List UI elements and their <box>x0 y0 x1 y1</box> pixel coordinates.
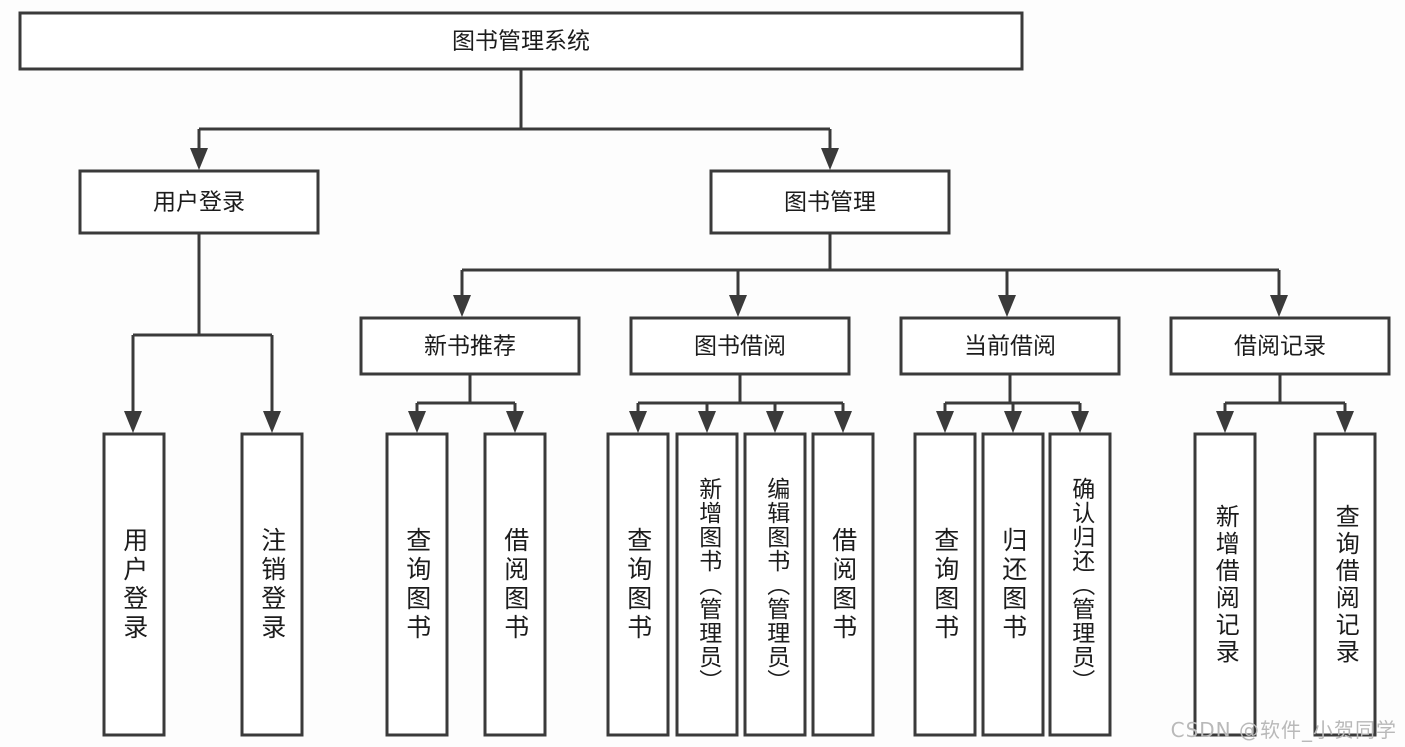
book-manage-arrow-icon-3 <box>1270 295 1288 317</box>
borrow-record-arrow-icon-0 <box>1216 411 1234 433</box>
leaf-cur-query-group[interactable] <box>913 432 977 737</box>
leaf-borrow-lend-group[interactable] <box>811 432 875 737</box>
leaf-borrow-query-group[interactable] <box>606 432 670 737</box>
node-root-label: 图书管理系统 <box>452 29 590 55</box>
book-borrow-arrow-icon-1 <box>698 411 716 433</box>
leaf-borrow-edit-group[interactable] <box>743 432 807 737</box>
book-borrow-arrow-icon-2 <box>766 411 784 433</box>
leaf-user-logout-group[interactable] <box>240 432 304 737</box>
node-new-book-group[interactable]: 新书推荐 <box>359 316 581 376</box>
leaf-rec-add-rect[interactable] <box>1193 432 1257 737</box>
node-new-book-rect[interactable] <box>359 316 581 376</box>
current-borrow-arrow-icon-1 <box>1004 411 1022 433</box>
leaf-cur-confirm-rect[interactable] <box>1048 432 1112 737</box>
user-login-arrow-icon-0 <box>124 411 142 433</box>
book-manage-arrow-icon-1 <box>729 295 747 317</box>
node-book-borrow-rect[interactable] <box>629 316 851 376</box>
leaf-rec-add-group[interactable] <box>1193 432 1257 737</box>
leaf-borrow-edit-rect[interactable] <box>743 432 807 737</box>
node-root-group[interactable]: 图书管理系统 <box>18 11 1024 71</box>
node-user-login-rect[interactable] <box>78 169 320 235</box>
leaf-user-login-group[interactable] <box>102 432 166 737</box>
node-book-manage-group[interactable]: 图书管理 <box>709 169 951 235</box>
leaf-cur-return-rect[interactable] <box>981 432 1045 737</box>
leaf-cur-confirm-group[interactable] <box>1048 432 1112 737</box>
leaf-user-logout-rect[interactable] <box>240 432 304 737</box>
new-book-arrow-icon-1 <box>506 411 524 433</box>
current-borrow-arrow-icon-0 <box>936 411 954 433</box>
leaf-borrow-lend-rect[interactable] <box>811 432 875 737</box>
node-current-borrow-label: 当前借阅 <box>964 334 1056 360</box>
borrow-record-arrow-icon-1 <box>1336 411 1354 433</box>
node-book-manage-label: 图书管理 <box>784 190 876 216</box>
connector-layer <box>124 69 1354 433</box>
leaf-cur-return-group[interactable] <box>981 432 1045 737</box>
leaf-new-borrow-rect[interactable] <box>483 432 547 737</box>
leaf-rec-query-group[interactable] <box>1313 432 1377 737</box>
node-borrow-record-group[interactable]: 借阅记录 <box>1169 316 1391 376</box>
csdn-watermark: CSDN @软件_小贺同学 <box>1170 718 1397 742</box>
leaf-new-query-group[interactable] <box>385 432 449 737</box>
node-root-rect[interactable] <box>18 11 1024 71</box>
leaf-user-login-rect[interactable] <box>102 432 166 737</box>
root-arrow-icon-1 <box>821 148 839 170</box>
node-user-login-label: 用户登录 <box>153 190 245 216</box>
node-book-borrow-group[interactable]: 图书借阅 <box>629 316 851 376</box>
leaf-new-borrow-group[interactable] <box>483 432 547 737</box>
book-borrow-arrow-icon-0 <box>629 411 647 433</box>
book-borrow-arrow-icon-3 <box>834 411 852 433</box>
leaf-new-query-rect[interactable] <box>385 432 449 737</box>
leaf-borrow-query-rect[interactable] <box>606 432 670 737</box>
new-book-arrow-icon-0 <box>408 411 426 433</box>
node-new-book-label: 新书推荐 <box>424 334 516 360</box>
node-current-borrow-group[interactable]: 当前借阅 <box>899 316 1121 376</box>
current-borrow-arrow-icon-2 <box>1071 411 1089 433</box>
root-arrow-icon-0 <box>190 148 208 170</box>
book-manage-arrow-icon-2 <box>998 295 1016 317</box>
node-borrow-record-label: 借阅记录 <box>1234 334 1326 360</box>
user-login-arrow-icon-1 <box>263 411 281 433</box>
node-borrow-record-rect[interactable] <box>1169 316 1391 376</box>
book-manage-arrow-icon-0 <box>453 295 471 317</box>
leaf-borrow-add-rect[interactable] <box>675 432 739 737</box>
leaf-borrow-add-group[interactable] <box>675 432 739 737</box>
node-book-manage-rect[interactable] <box>709 169 951 235</box>
leaf-cur-query-rect[interactable] <box>913 432 977 737</box>
leaf-rec-query-rect[interactable] <box>1313 432 1377 737</box>
node-user-login-group[interactable]: 用户登录 <box>78 169 320 235</box>
node-current-borrow-rect[interactable] <box>899 316 1121 376</box>
node-book-borrow-label: 图书借阅 <box>694 334 786 360</box>
